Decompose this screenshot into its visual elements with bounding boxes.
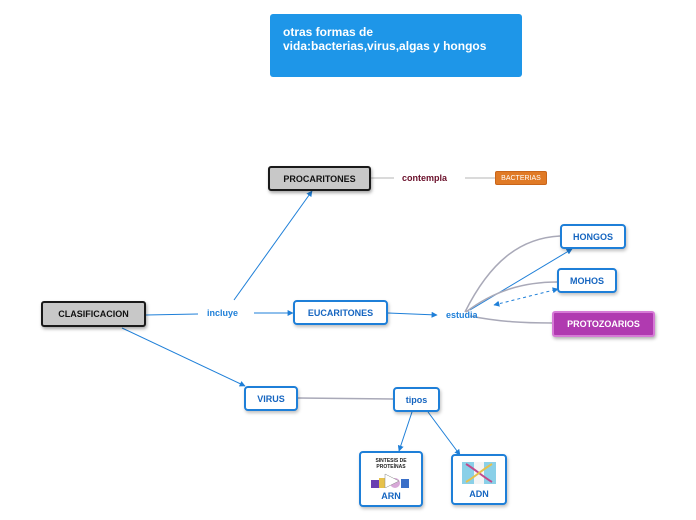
connector-eucaritones-estudia bbox=[387, 311, 438, 318]
node-eucaritones-label: EUCARITONES bbox=[307, 307, 374, 318]
connector-estudia-hongos-arrow bbox=[469, 248, 573, 311]
connector-incluye-procaritones bbox=[233, 190, 313, 301]
node-adn[interactable]: ADN bbox=[451, 454, 507, 505]
arn-thumbnail-image: SÍNTESIS DE PROTEÍNAS bbox=[369, 458, 413, 488]
node-arn-label: ARN bbox=[381, 491, 401, 501]
label-estudia[interactable]: estudia bbox=[446, 310, 478, 320]
title-text: otras formas de vida:bacterias,virus,alg… bbox=[283, 25, 487, 53]
node-bacterias[interactable]: BACTERIAS bbox=[495, 171, 547, 185]
node-clasificacion-label: CLASIFICACION bbox=[58, 309, 129, 319]
label-incluye[interactable]: incluye bbox=[207, 308, 239, 318]
node-eucaritones[interactable]: EUCARITONES bbox=[293, 300, 388, 325]
arn-thumbnail-graphic bbox=[371, 473, 409, 488]
node-tipos-label: tipos bbox=[405, 394, 428, 405]
node-protozoarios-label: PROTOZOARIOS bbox=[567, 319, 640, 329]
node-tipos[interactable]: tipos bbox=[393, 387, 440, 412]
node-virus-label: VIRUS bbox=[257, 393, 285, 404]
node-bacterias-label: BACTERIAS bbox=[501, 174, 541, 182]
connector-estudia-hongos-curve bbox=[464, 235, 561, 313]
connector-tipos-adn bbox=[427, 411, 461, 456]
connector-estudia-protozoarios-curve bbox=[469, 315, 553, 324]
node-hongos-label: HONGOS bbox=[572, 231, 613, 242]
label-contempla[interactable]: contempla bbox=[402, 173, 448, 183]
connector-virus-tipos bbox=[297, 397, 394, 400]
node-procaritones[interactable]: PROCARITONES bbox=[268, 166, 371, 191]
node-protozoarios[interactable]: PROTOZOARIOS bbox=[552, 311, 655, 337]
connector-estudia-mohos-dashed bbox=[493, 287, 559, 307]
title-node[interactable]: otras formas de vida:bacterias,virus,alg… bbox=[270, 14, 522, 77]
connector-clasificacion-incluye bbox=[145, 313, 199, 316]
connector-tipos-arn bbox=[397, 411, 413, 452]
arn-thumbnail-caption: SÍNTESIS DE PROTEÍNAS bbox=[375, 458, 407, 470]
connector-clasificacion-virus bbox=[121, 327, 246, 387]
adn-thumbnail-graphic bbox=[462, 462, 496, 484]
node-mohos[interactable]: MOHOS bbox=[557, 268, 617, 293]
node-mohos-label: MOHOS bbox=[569, 275, 604, 286]
node-hongos[interactable]: HONGOS bbox=[560, 224, 626, 249]
node-adn-label: ADN bbox=[469, 489, 489, 499]
node-virus[interactable]: VIRUS bbox=[244, 386, 298, 411]
node-procaritones-label: PROCARITONES bbox=[283, 173, 356, 184]
node-arn[interactable]: SÍNTESIS DE PROTEÍNAS ARN bbox=[359, 451, 423, 507]
node-clasificacion[interactable]: CLASIFICACION bbox=[41, 301, 146, 327]
adn-thumbnail-image bbox=[462, 462, 496, 484]
